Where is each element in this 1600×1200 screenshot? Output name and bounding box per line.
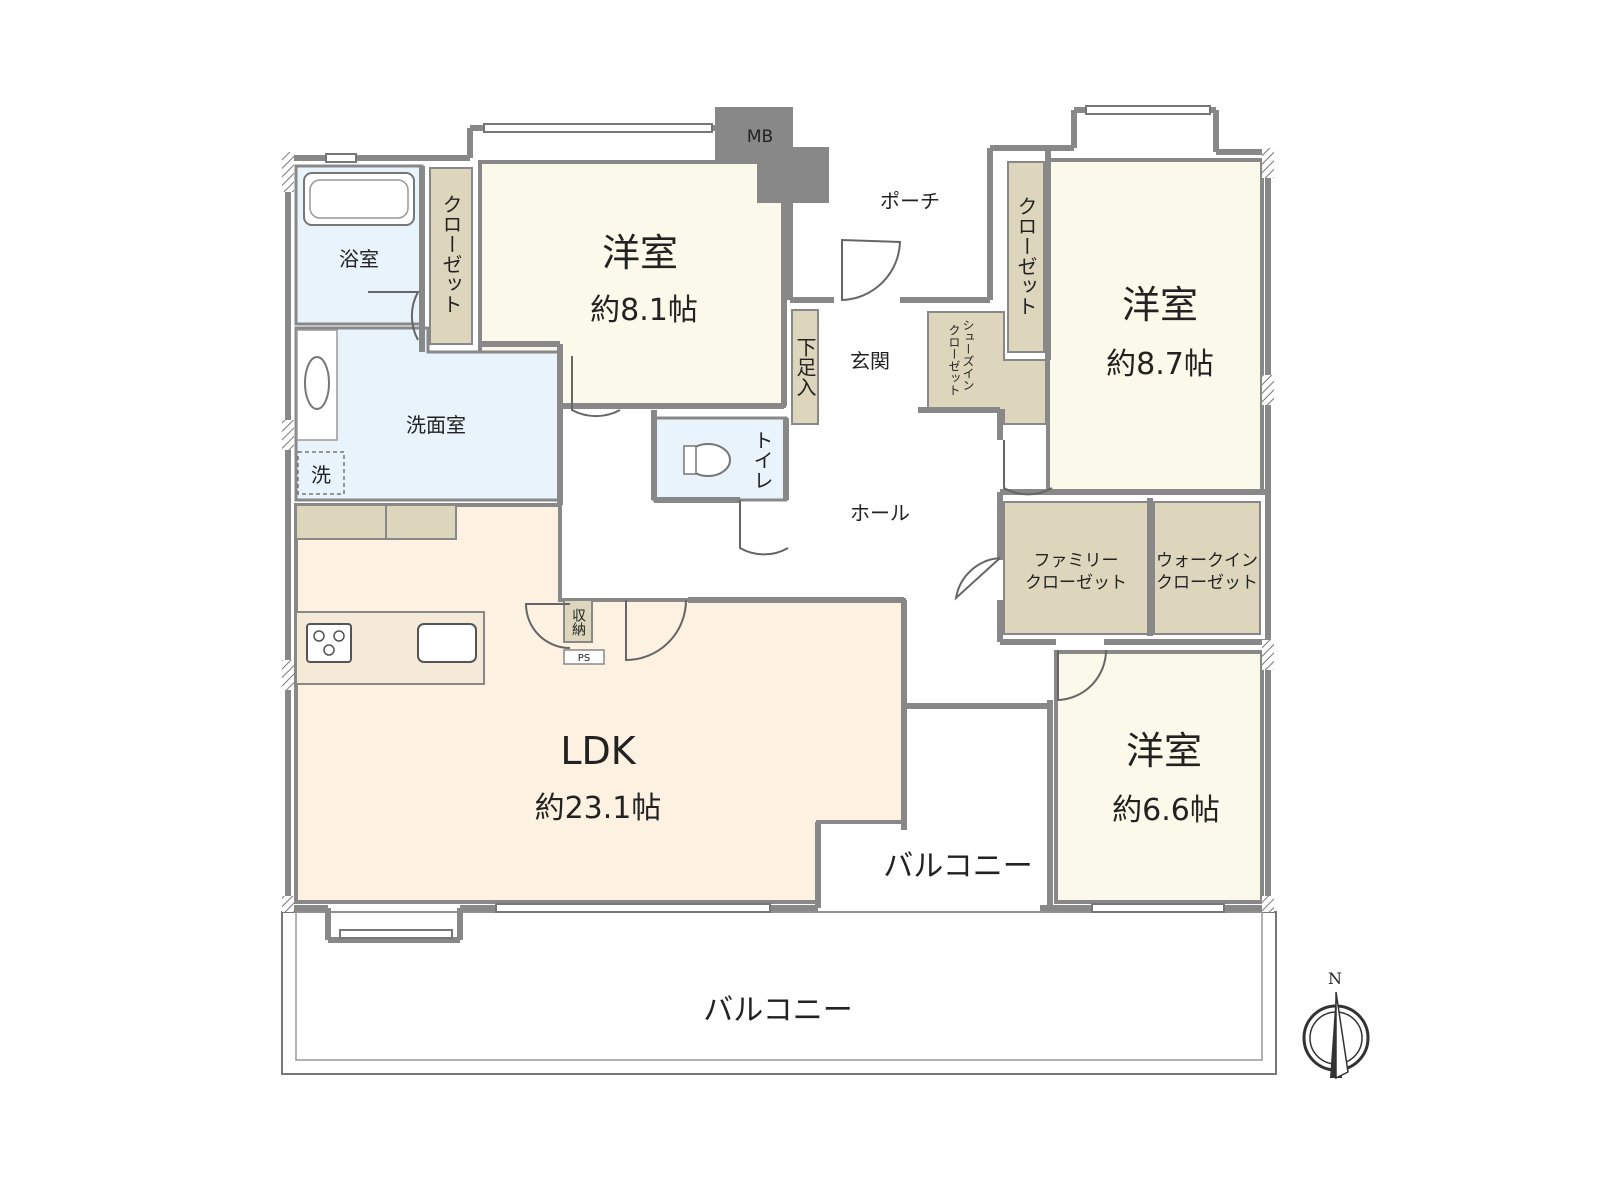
western-room-east-size: 約8.7帖: [1106, 347, 1214, 382]
sink-icon: [304, 356, 330, 410]
ldk-size: 約23.1帖: [535, 791, 662, 826]
western-room-south-area: [1054, 650, 1264, 904]
windows: [325, 105, 1225, 939]
western-room-north-size: 約8.1帖: [590, 293, 698, 328]
closet-east-label: クローゼット: [1014, 196, 1038, 316]
western-room-north-label: 洋室: [602, 231, 678, 275]
closet-east-area: [1007, 161, 1045, 353]
door-swings: [368, 238, 1108, 702]
storage-area: [563, 599, 593, 643]
shoes-in-closet-label-2: クローゼット: [947, 324, 961, 396]
ldk-label: LDK: [560, 729, 636, 773]
washer-space: [297, 451, 345, 495]
mb-label: MB: [747, 127, 773, 147]
bathroom-label: 浴室: [339, 247, 379, 271]
porch-label: ポーチ: [880, 189, 940, 213]
walk-in-closet-label-2: クローゼット: [1156, 573, 1258, 593]
washroom-label: 洗面室: [406, 413, 466, 437]
hall-label: ホール: [850, 501, 910, 525]
wall-hatching: [282, 148, 1274, 912]
walk-in-closet-area: [1153, 501, 1261, 635]
western-room-east-area: [1046, 158, 1264, 494]
kitchen-sink-icon: [417, 623, 477, 663]
stove-icon: [306, 623, 352, 663]
kitchen-back-counter: [295, 504, 387, 540]
family-closet-label-2: クローゼット: [1025, 573, 1127, 593]
shoe-rack-label: 下足入: [793, 337, 817, 397]
toilet-label: トイレ: [750, 430, 774, 490]
ps-label: PS: [578, 653, 590, 664]
balcony-main-label: バルコニー: [703, 993, 852, 1028]
bathtub: [303, 172, 415, 226]
washer-label: 洗: [311, 463, 331, 487]
closet-north-area: [429, 167, 473, 345]
western-room-south-label: 洋室: [1126, 729, 1202, 773]
closet-north-label: クローゼット: [439, 194, 463, 314]
shoes-in-closet-label-1: シューズイン: [961, 319, 975, 391]
compass-icon: N: [1302, 969, 1370, 1080]
entrance-label: 玄関: [850, 349, 890, 373]
family-closet-label-1: ファミリー: [1034, 551, 1119, 571]
western-room-south-size: 約6.6帖: [1112, 793, 1220, 828]
balcony-inner-label: バルコニー: [883, 849, 1032, 884]
kitchen-back-counter-2: [385, 504, 457, 540]
ps-area: [563, 649, 605, 665]
storage-label: 収納: [570, 608, 586, 637]
walk-in-closet-label-1: ウォークイン: [1156, 551, 1258, 571]
shoe-rack-area: [791, 309, 819, 425]
western-room-east-label: 洋室: [1122, 283, 1198, 327]
compass-north-label: N: [1328, 969, 1342, 988]
